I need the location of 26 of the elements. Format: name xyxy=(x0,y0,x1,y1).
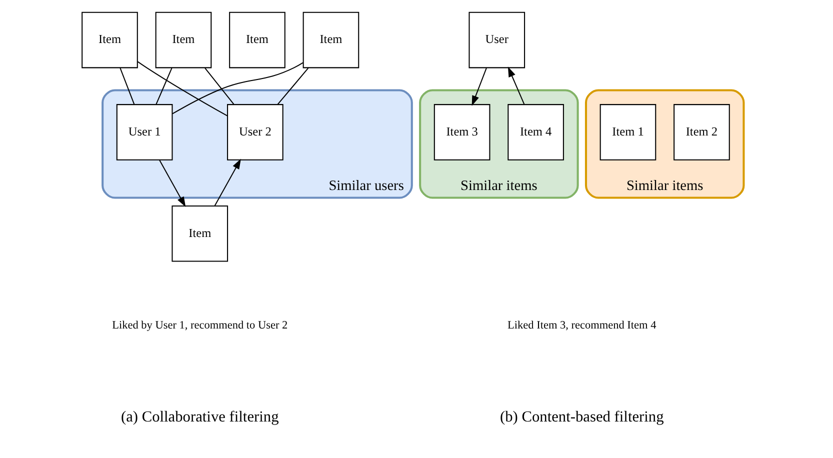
connector xyxy=(119,68,134,105)
node-box: Item 1 xyxy=(599,104,656,160)
node-box: User 2 xyxy=(226,104,283,160)
label: Liked Item 3, recommend Item 4 xyxy=(507,320,656,332)
connector xyxy=(136,61,228,116)
connector xyxy=(172,62,303,114)
node-box: User xyxy=(468,12,525,68)
node-box: Item xyxy=(154,12,212,68)
node-box: Item xyxy=(171,205,228,262)
arrow xyxy=(507,66,524,105)
arrow xyxy=(214,158,240,206)
label: Liked by User 1, recommend to User 2 xyxy=(112,320,288,332)
node-box: Item xyxy=(228,12,285,68)
node-box: Item 2 xyxy=(673,104,730,160)
connector xyxy=(276,68,308,105)
label: (b) Content-based filtering xyxy=(499,408,664,426)
arrow xyxy=(158,160,186,208)
node-box: Item 4 xyxy=(507,104,564,160)
node-box: Item xyxy=(302,12,359,68)
node-box: Item xyxy=(81,12,138,68)
node-box: User 1 xyxy=(116,104,172,160)
label: (a) Collaborative filtering xyxy=(120,408,278,426)
connector xyxy=(155,68,172,105)
arrow xyxy=(471,68,486,106)
node-box: Item 3 xyxy=(433,104,490,160)
connector xyxy=(204,68,234,105)
